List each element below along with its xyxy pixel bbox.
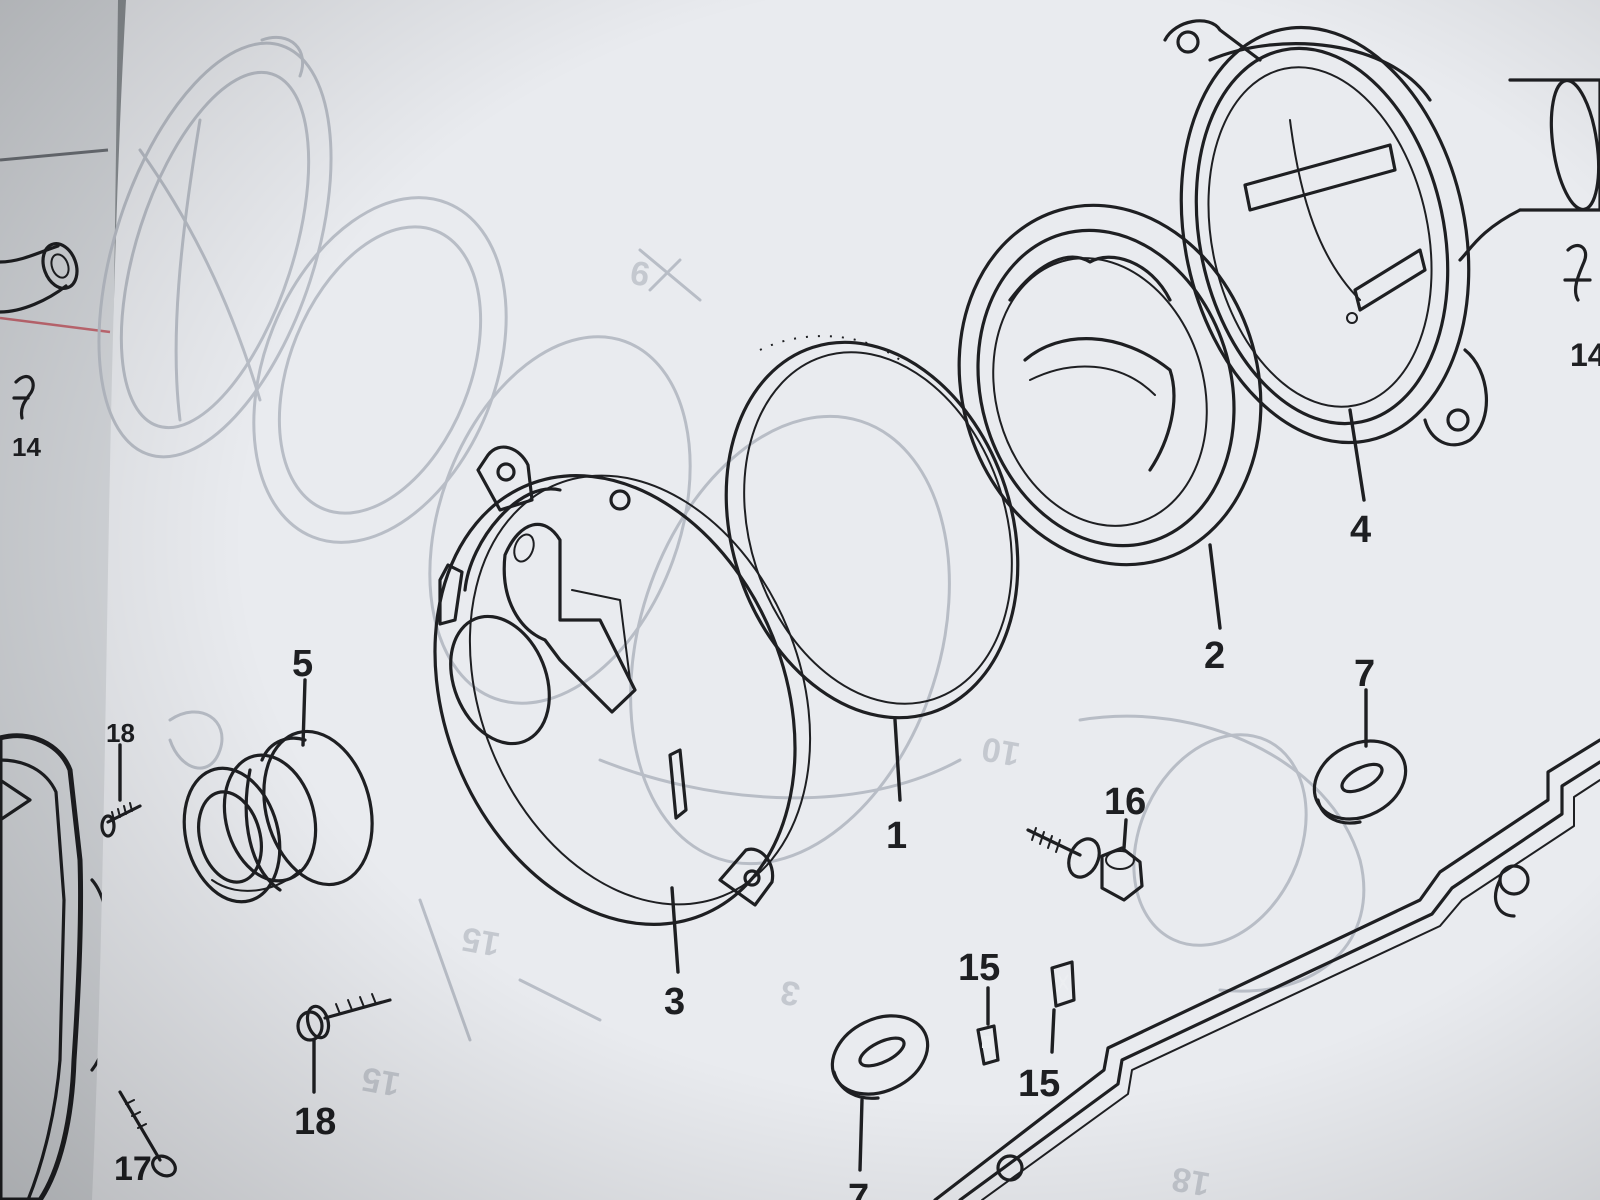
svg-text:15: 15: [359, 1059, 403, 1103]
leader-line-15b: [1050, 1008, 1056, 1054]
callout-14b: 14: [1570, 337, 1600, 373]
svg-text:10: 10: [979, 729, 1023, 773]
callout-5: 5: [292, 643, 313, 685]
svg-text:15: 15: [459, 919, 503, 963]
leader-line-5: [301, 678, 307, 747]
callout-16: 16: [1104, 781, 1146, 823]
callout-3: 3: [664, 981, 685, 1023]
callout-1: 1: [886, 815, 907, 857]
svg-text:18: 18: [1169, 1159, 1213, 1200]
leader-line-7b: [858, 1098, 864, 1172]
callout-7a: 7: [1354, 653, 1375, 695]
callout-18a: 18: [106, 718, 135, 748]
callout-18b: 18: [294, 1101, 336, 1143]
callout-14a: 14: [12, 432, 41, 462]
callout-7b: 7: [848, 1177, 869, 1200]
callout-4: 4: [1350, 509, 1371, 551]
callout-17: 17: [114, 1150, 152, 1188]
main-page: [92, 0, 1600, 1200]
callout-15a: 15: [958, 947, 1000, 989]
callout-2: 2: [1204, 635, 1225, 677]
callout-15b: 15: [1018, 1063, 1060, 1105]
leader-line-16: [1122, 818, 1128, 850]
